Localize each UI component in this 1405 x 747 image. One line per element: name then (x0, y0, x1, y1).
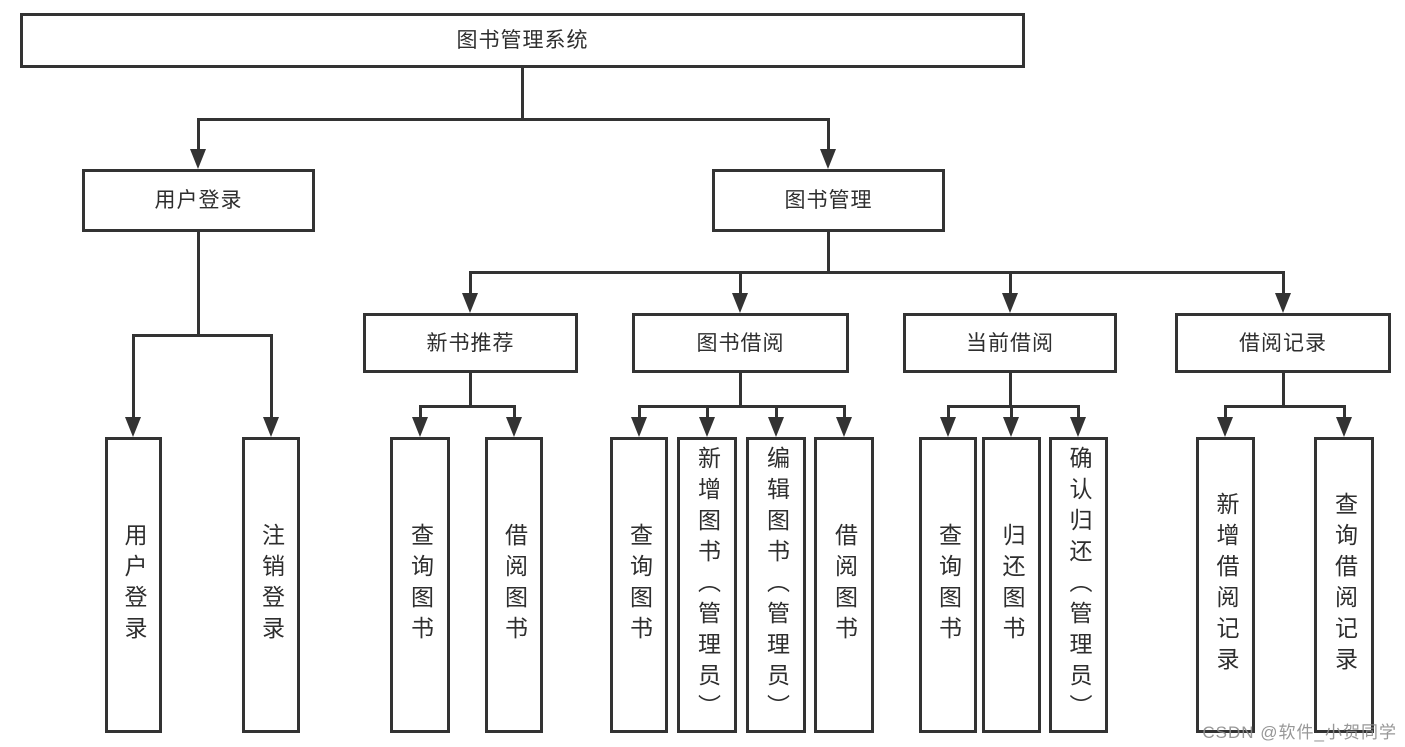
node-book-borrowing: 图书借阅 (632, 313, 849, 373)
connector-line (131, 335, 135, 419)
node-user-login: 用户登录 (82, 169, 315, 232)
connector-line (468, 373, 472, 408)
node-leaf-query-books-3: 查询图书 (919, 437, 977, 733)
connector-line (1008, 272, 1012, 295)
connector-line (1281, 373, 1285, 408)
connector-line (196, 117, 830, 121)
node-leaf-return-book: 归还图书 (982, 437, 1041, 733)
node-label: 查询借阅记录 (1331, 492, 1358, 678)
connector-line (1223, 404, 1346, 408)
node-borrowing-records: 借阅记录 (1175, 313, 1391, 373)
connector-line (418, 404, 516, 408)
node-label: 新增借阅记录 (1213, 492, 1239, 678)
node-label: 当前借阅 (966, 331, 1054, 355)
arrowhead-icon (263, 417, 279, 437)
connector-line (774, 406, 778, 419)
connector-line (512, 406, 516, 419)
connector-line (269, 335, 273, 419)
node-label: 归还图书 (999, 523, 1025, 647)
node-leaf-add-borrow-record: 新增借阅记录 (1196, 437, 1255, 733)
node-label: 借阅记录 (1239, 331, 1327, 355)
arrowhead-icon (506, 417, 522, 437)
arrowhead-icon (190, 149, 206, 169)
node-label: 新书推荐 (426, 331, 515, 355)
node-label: 新增图书（管理员） (694, 445, 721, 725)
arrowhead-icon (1003, 417, 1019, 437)
connector-line (1008, 373, 1012, 408)
connector-line (826, 119, 830, 151)
arrowhead-icon (1336, 417, 1352, 437)
arrowhead-icon (940, 417, 956, 437)
arrowhead-icon (768, 417, 784, 437)
arrowhead-icon (462, 293, 478, 313)
node-label: 图书管理系统 (456, 29, 589, 52)
arrowhead-icon (732, 293, 748, 313)
node-leaf-borrow-books-2: 借阅图书 (814, 437, 874, 733)
node-label: 查询图书 (407, 523, 434, 647)
arrowhead-icon (1070, 417, 1086, 437)
connector-line (468, 270, 1285, 274)
connector-line (946, 404, 1080, 408)
arrowhead-icon (631, 417, 647, 437)
connector-line (196, 232, 200, 337)
arrowhead-icon (125, 417, 141, 437)
node-label: 编辑图书（管理员） (763, 445, 790, 725)
arrowhead-icon (699, 417, 715, 437)
arrowhead-icon (1002, 293, 1018, 313)
connector-line (637, 406, 641, 419)
node-leaf-add-book-admin: 新增图书（管理员） (677, 437, 737, 733)
watermark: CSDN @软件_小贺同学 (1202, 723, 1397, 742)
node-leaf-query-borrow-record: 查询借阅记录 (1314, 437, 1374, 733)
connector-line (468, 272, 472, 295)
node-library-management-system: 图书管理系统 (20, 13, 1025, 68)
node-leaf-user-login: 用户登录 (105, 437, 162, 733)
node-leaf-confirm-return-admin: 确认归还（管理员） (1049, 437, 1108, 733)
connector-line (738, 373, 742, 408)
connector-line (520, 68, 524, 121)
node-leaf-borrow-books-1: 借阅图书 (485, 437, 543, 733)
node-label: 查询图书 (935, 523, 962, 647)
node-book-management: 图书管理 (712, 169, 945, 232)
node-label: 图书借阅 (696, 331, 785, 355)
connector-line (1342, 406, 1346, 419)
connector-line (826, 232, 830, 274)
node-label: 查询图书 (626, 523, 653, 647)
node-label: 用户登录 (154, 189, 243, 212)
node-new-book-recommendation: 新书推荐 (363, 313, 578, 373)
node-label: 用户登录 (121, 523, 147, 647)
connector-line (131, 333, 273, 337)
connector-line (1223, 406, 1227, 419)
node-label: 图书管理 (784, 189, 873, 212)
arrowhead-icon (1217, 417, 1233, 437)
connector-line (705, 406, 709, 419)
connector-line (418, 406, 422, 419)
node-current-borrowing: 当前借阅 (903, 313, 1117, 373)
arrowhead-icon (820, 149, 836, 169)
node-leaf-logout: 注销登录 (242, 437, 300, 733)
node-label: 确认归还（管理员） (1066, 445, 1092, 725)
node-label: 借阅图书 (831, 523, 858, 647)
node-leaf-query-books-1: 查询图书 (390, 437, 450, 733)
arrowhead-icon (1275, 293, 1291, 313)
connector-line (842, 406, 846, 419)
connector-line (946, 406, 950, 419)
arrowhead-icon (836, 417, 852, 437)
node-leaf-query-books-2: 查询图书 (610, 437, 668, 733)
connector-line (1281, 272, 1285, 295)
connector-line (637, 404, 846, 408)
node-leaf-edit-book-admin: 编辑图书（管理员） (746, 437, 806, 733)
connector-line (738, 272, 742, 295)
connector-line (1076, 406, 1080, 419)
connector-line (1009, 406, 1013, 419)
node-label: 借阅图书 (501, 523, 528, 647)
arrowhead-icon (412, 417, 428, 437)
node-label: 注销登录 (258, 523, 285, 647)
connector-line (196, 119, 200, 151)
